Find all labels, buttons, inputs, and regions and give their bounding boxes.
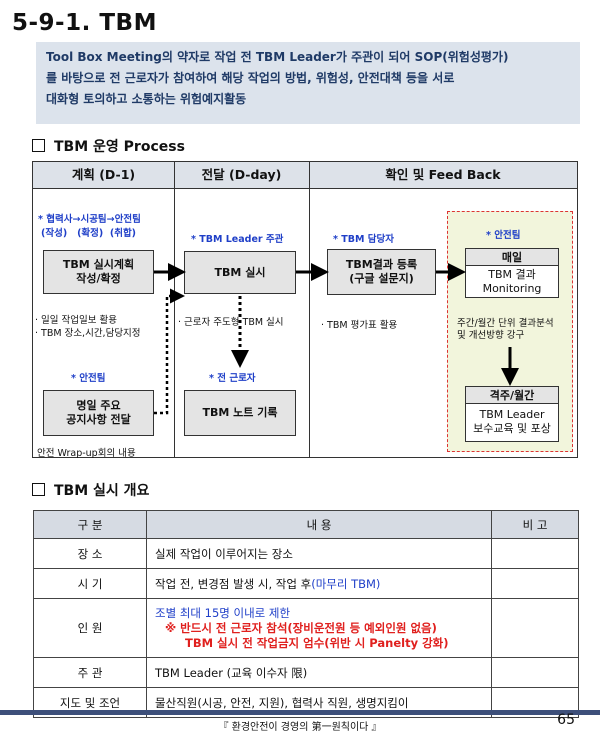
- notice-box-line: 명일 주요: [76, 399, 121, 412]
- process-arrows: [154, 263, 519, 415]
- page-number: 65: [557, 712, 575, 728]
- intro-line-2: 를 바탕으로 전 근로자가 참여하여 해당 작업의 방법, 위험성, 안전대책 …: [46, 71, 455, 85]
- periodic-box-head: 격주/월간: [466, 387, 558, 404]
- plan-bottom-note: 안전 Wrap-up회의 내용: [37, 448, 136, 459]
- row-label: 인 원: [33, 598, 147, 658]
- plan-flow-sublabel: (작성) (확정) (취합): [41, 228, 137, 239]
- column-header-plan: 계획 (D-1): [33, 162, 174, 189]
- process-diagram: 계획 (D-1) 전달 (D-day) 확인 및 Feed Back * 협력사…: [32, 161, 578, 459]
- periodic-box: 격주/월간 TBM Leader 보수교육 및 포상: [465, 386, 559, 442]
- plan-flow-label: * 협력사→시공팀→안전팀: [38, 214, 141, 225]
- footer-bar: [0, 710, 600, 715]
- plan-note-1: · 일일 작업일보 활용: [35, 315, 117, 326]
- footer-slogan: 『 환경안전이 경영의 第一원칙이다 』: [218, 722, 382, 733]
- table-row: 시 기 작업 전, 변경점 발생 시, 작업 후(마무리 TBM): [33, 568, 579, 599]
- header-category: 구 분: [33, 510, 147, 539]
- result-register-box: TBM결과 등록(구글 설문지): [327, 249, 436, 295]
- people-line-2: ※ 반드시 전 근로자 참석(장비운전원 등 예외인원 없음): [165, 620, 437, 635]
- process-heading-text: TBM 운영 Process: [54, 139, 185, 155]
- overview-heading-text: TBM 실시 개요: [54, 483, 150, 499]
- tbm-exec-box: TBM 실시: [184, 251, 296, 294]
- plan-safety-label: * 안전팀: [71, 373, 106, 384]
- tbm-note-box: TBM 노트 기록: [184, 390, 296, 436]
- column-header-deliver: 전달 (D-day): [174, 162, 309, 189]
- table-row: 주 관 TBM Leader (교육 이수자 限): [33, 657, 579, 688]
- safety-note: 주간/월간 단위 결과분석 및 개선방향 강구: [457, 318, 554, 342]
- checkbox-square-icon: [32, 139, 45, 152]
- row-content: TBM Leader (교육 이수자 限): [146, 657, 492, 688]
- row-content: 조별 최대 15명 이내로 제한 ※ 반드시 전 근로자 참석(장비운전원 등 …: [146, 598, 492, 658]
- daily-box-head: 매일: [466, 249, 558, 266]
- confirm-note: · TBM 평가표 활용: [321, 320, 398, 331]
- deliver-label: * TBM Leader 주관: [191, 234, 284, 245]
- row-content: 작업 전, 변경점 발생 시, 작업 후(마무리 TBM): [146, 568, 492, 599]
- intro-line-3: 대화형 토의하고 소통하는 위험예지활동: [46, 92, 247, 106]
- safety-team-label: * 안전팀: [486, 230, 521, 241]
- column-divider: [174, 162, 175, 457]
- table-row: 장 소 실제 작업이 이루어지는 장소: [33, 538, 579, 569]
- plan-note-2: · TBM 장소,시간,담당지정: [35, 328, 141, 339]
- safety-note-line: 및 개선방향 강구: [457, 330, 525, 341]
- daily-box: 매일 TBM 결과 Monitoring: [465, 248, 559, 298]
- plan-box-line: 작성/확정: [76, 272, 121, 285]
- row-remarks: [491, 568, 579, 599]
- row-remarks: [491, 598, 579, 658]
- header-content: 내 용: [146, 510, 492, 539]
- intro-box: Tool Box Meeting의 약자로 작업 전 TBM Leader가 주…: [36, 42, 580, 124]
- daily-box-line: TBM 결과: [488, 268, 536, 281]
- column-header-confirm: 확인 및 Feed Back: [309, 162, 577, 189]
- intro-line-1: Tool Box Meeting의 약자로 작업 전 TBM Leader가 주…: [46, 50, 509, 64]
- plan-box-line: TBM 실시계획: [62, 258, 135, 271]
- arrow-notice-to-exec: [154, 288, 185, 415]
- overview-heading: TBM 실시 개요: [32, 480, 149, 500]
- all-workers-label: * 전 근로자: [209, 373, 256, 384]
- daily-box-line: Monitoring: [482, 282, 542, 295]
- column-divider: [309, 162, 310, 457]
- daily-box-body: TBM 결과 Monitoring: [466, 266, 558, 296]
- periodic-box-body: TBM Leader 보수교육 및 포상: [466, 404, 558, 436]
- people-line-3: TBM 실시 전 작업금지 엄수(위반 시 Panelty 강화): [185, 635, 449, 650]
- time-content: 작업 전, 변경점 발생 시, 작업 후: [155, 576, 312, 591]
- periodic-box-line: TBM Leader: [479, 408, 545, 421]
- result-box-line: TBM결과 등록: [345, 258, 418, 271]
- row-remarks: [491, 538, 579, 569]
- overview-table: 구 분 내 용 비 고 장 소 실제 작업이 이루어지는 장소 시 기 작업 전…: [33, 510, 579, 718]
- page-title: 5-9-1. TBM: [12, 10, 157, 36]
- row-label: 시 기: [33, 568, 147, 599]
- confirm-label: * TBM 담당자: [333, 234, 394, 245]
- result-box-line: (구글 설문지): [349, 272, 414, 285]
- row-content: 실제 작업이 이루어지는 장소: [146, 538, 492, 569]
- process-heading: TBM 운영 Process: [32, 136, 185, 156]
- people-line-1: 조별 최대 15명 이내로 제한: [155, 605, 291, 620]
- checkbox-square-icon: [32, 483, 45, 496]
- safety-team-area: * 안전팀 매일 TBM 결과 Monitoring 주간/월간 단위 결과분석…: [447, 211, 573, 452]
- deliver-note: · 근로자 주도형 TBM 실시: [178, 317, 284, 328]
- safety-note-line: 주간/월간 단위 결과분석: [457, 318, 554, 329]
- table-row: 인 원 조별 최대 15명 이내로 제한 ※ 반드시 전 근로자 참석(장비운전…: [33, 598, 579, 658]
- time-content-highlight: (마무리 TBM): [311, 576, 381, 591]
- notice-box-line: 공지사항 전달: [66, 413, 131, 426]
- periodic-box-line: 보수교육 및 포상: [473, 422, 551, 435]
- table-header-row: 구 분 내 용 비 고: [33, 510, 579, 539]
- row-label: 장 소: [33, 538, 147, 569]
- row-remarks: [491, 657, 579, 688]
- header-remarks: 비 고: [491, 510, 579, 539]
- row-label: 주 관: [33, 657, 147, 688]
